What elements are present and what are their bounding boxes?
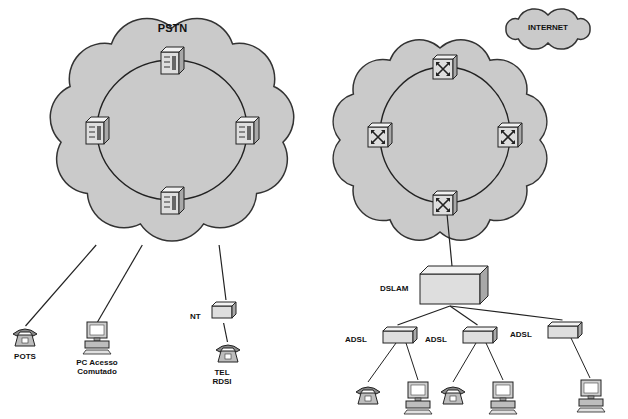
access-wire — [406, 343, 418, 380]
switch-icon — [161, 47, 184, 74]
switch-icon — [86, 117, 109, 144]
network-cloud: PSTN — [45, 10, 301, 245]
telephone-icon — [356, 387, 380, 404]
node-label: INTERNET — [492, 23, 604, 32]
internet-cloud: INTERNET — [492, 4, 605, 54]
link-line — [219, 245, 226, 300]
modem-box: ADSL — [510, 320, 585, 341]
telephone-icon — [13, 329, 37, 346]
computer-icon — [404, 382, 432, 414]
modem-chassis — [383, 327, 417, 343]
link-line — [26, 245, 97, 326]
modem-box: ADSL — [425, 325, 500, 346]
access-wire — [368, 343, 396, 382]
access-wire — [453, 343, 476, 382]
network-terminal: NT — [190, 300, 238, 323]
node-label: DSLAM — [380, 284, 408, 293]
node-label: PSTN — [45, 22, 300, 35]
modem-chassis — [463, 327, 497, 343]
node-label: POTS — [5, 352, 45, 361]
cloud-outline — [50, 18, 293, 240]
switch-icon — [236, 117, 259, 144]
modem-chassis — [548, 322, 582, 338]
router-icon — [498, 123, 522, 147]
node-label: ADSL — [425, 335, 447, 344]
telephone-shape — [5, 326, 45, 370]
link-line — [450, 306, 563, 320]
cloud-outline — [333, 40, 547, 240]
link-line — [398, 306, 451, 325]
router-icon — [433, 191, 457, 215]
router-icon — [433, 55, 457, 79]
telephone-icon — [216, 345, 240, 362]
uplink-wire — [447, 214, 452, 266]
telephone: TEL RDSI — [205, 342, 250, 394]
computer: PC Acesso Comutado — [72, 322, 123, 396]
router-icon — [368, 123, 392, 147]
switch-ring — [97, 60, 247, 200]
dslam-chassis — [420, 266, 488, 304]
link-line — [98, 245, 143, 322]
computer-icon — [577, 380, 605, 412]
node-label: PC Acesso Comutado — [72, 358, 122, 376]
telephone-icon — [441, 387, 465, 404]
access-wire — [571, 338, 590, 378]
telephone: POTS — [5, 326, 46, 370]
modem-box: ADSL — [345, 325, 420, 346]
dslam-box: DSLAM — [380, 262, 490, 306]
node-label: ADSL — [345, 335, 367, 344]
terminal-box — [212, 302, 236, 318]
backbone-ring — [380, 67, 510, 203]
node-label: ADSL — [510, 330, 532, 339]
computer-icon — [489, 382, 517, 414]
node-label: TEL RDSI — [205, 368, 239, 386]
link-line — [224, 323, 228, 342]
network-cloud-shape — [45, 10, 300, 245]
computer-icon — [83, 322, 111, 354]
access-wire — [486, 343, 503, 380]
switch-icon — [161, 187, 184, 214]
node-label: NT — [190, 312, 201, 321]
